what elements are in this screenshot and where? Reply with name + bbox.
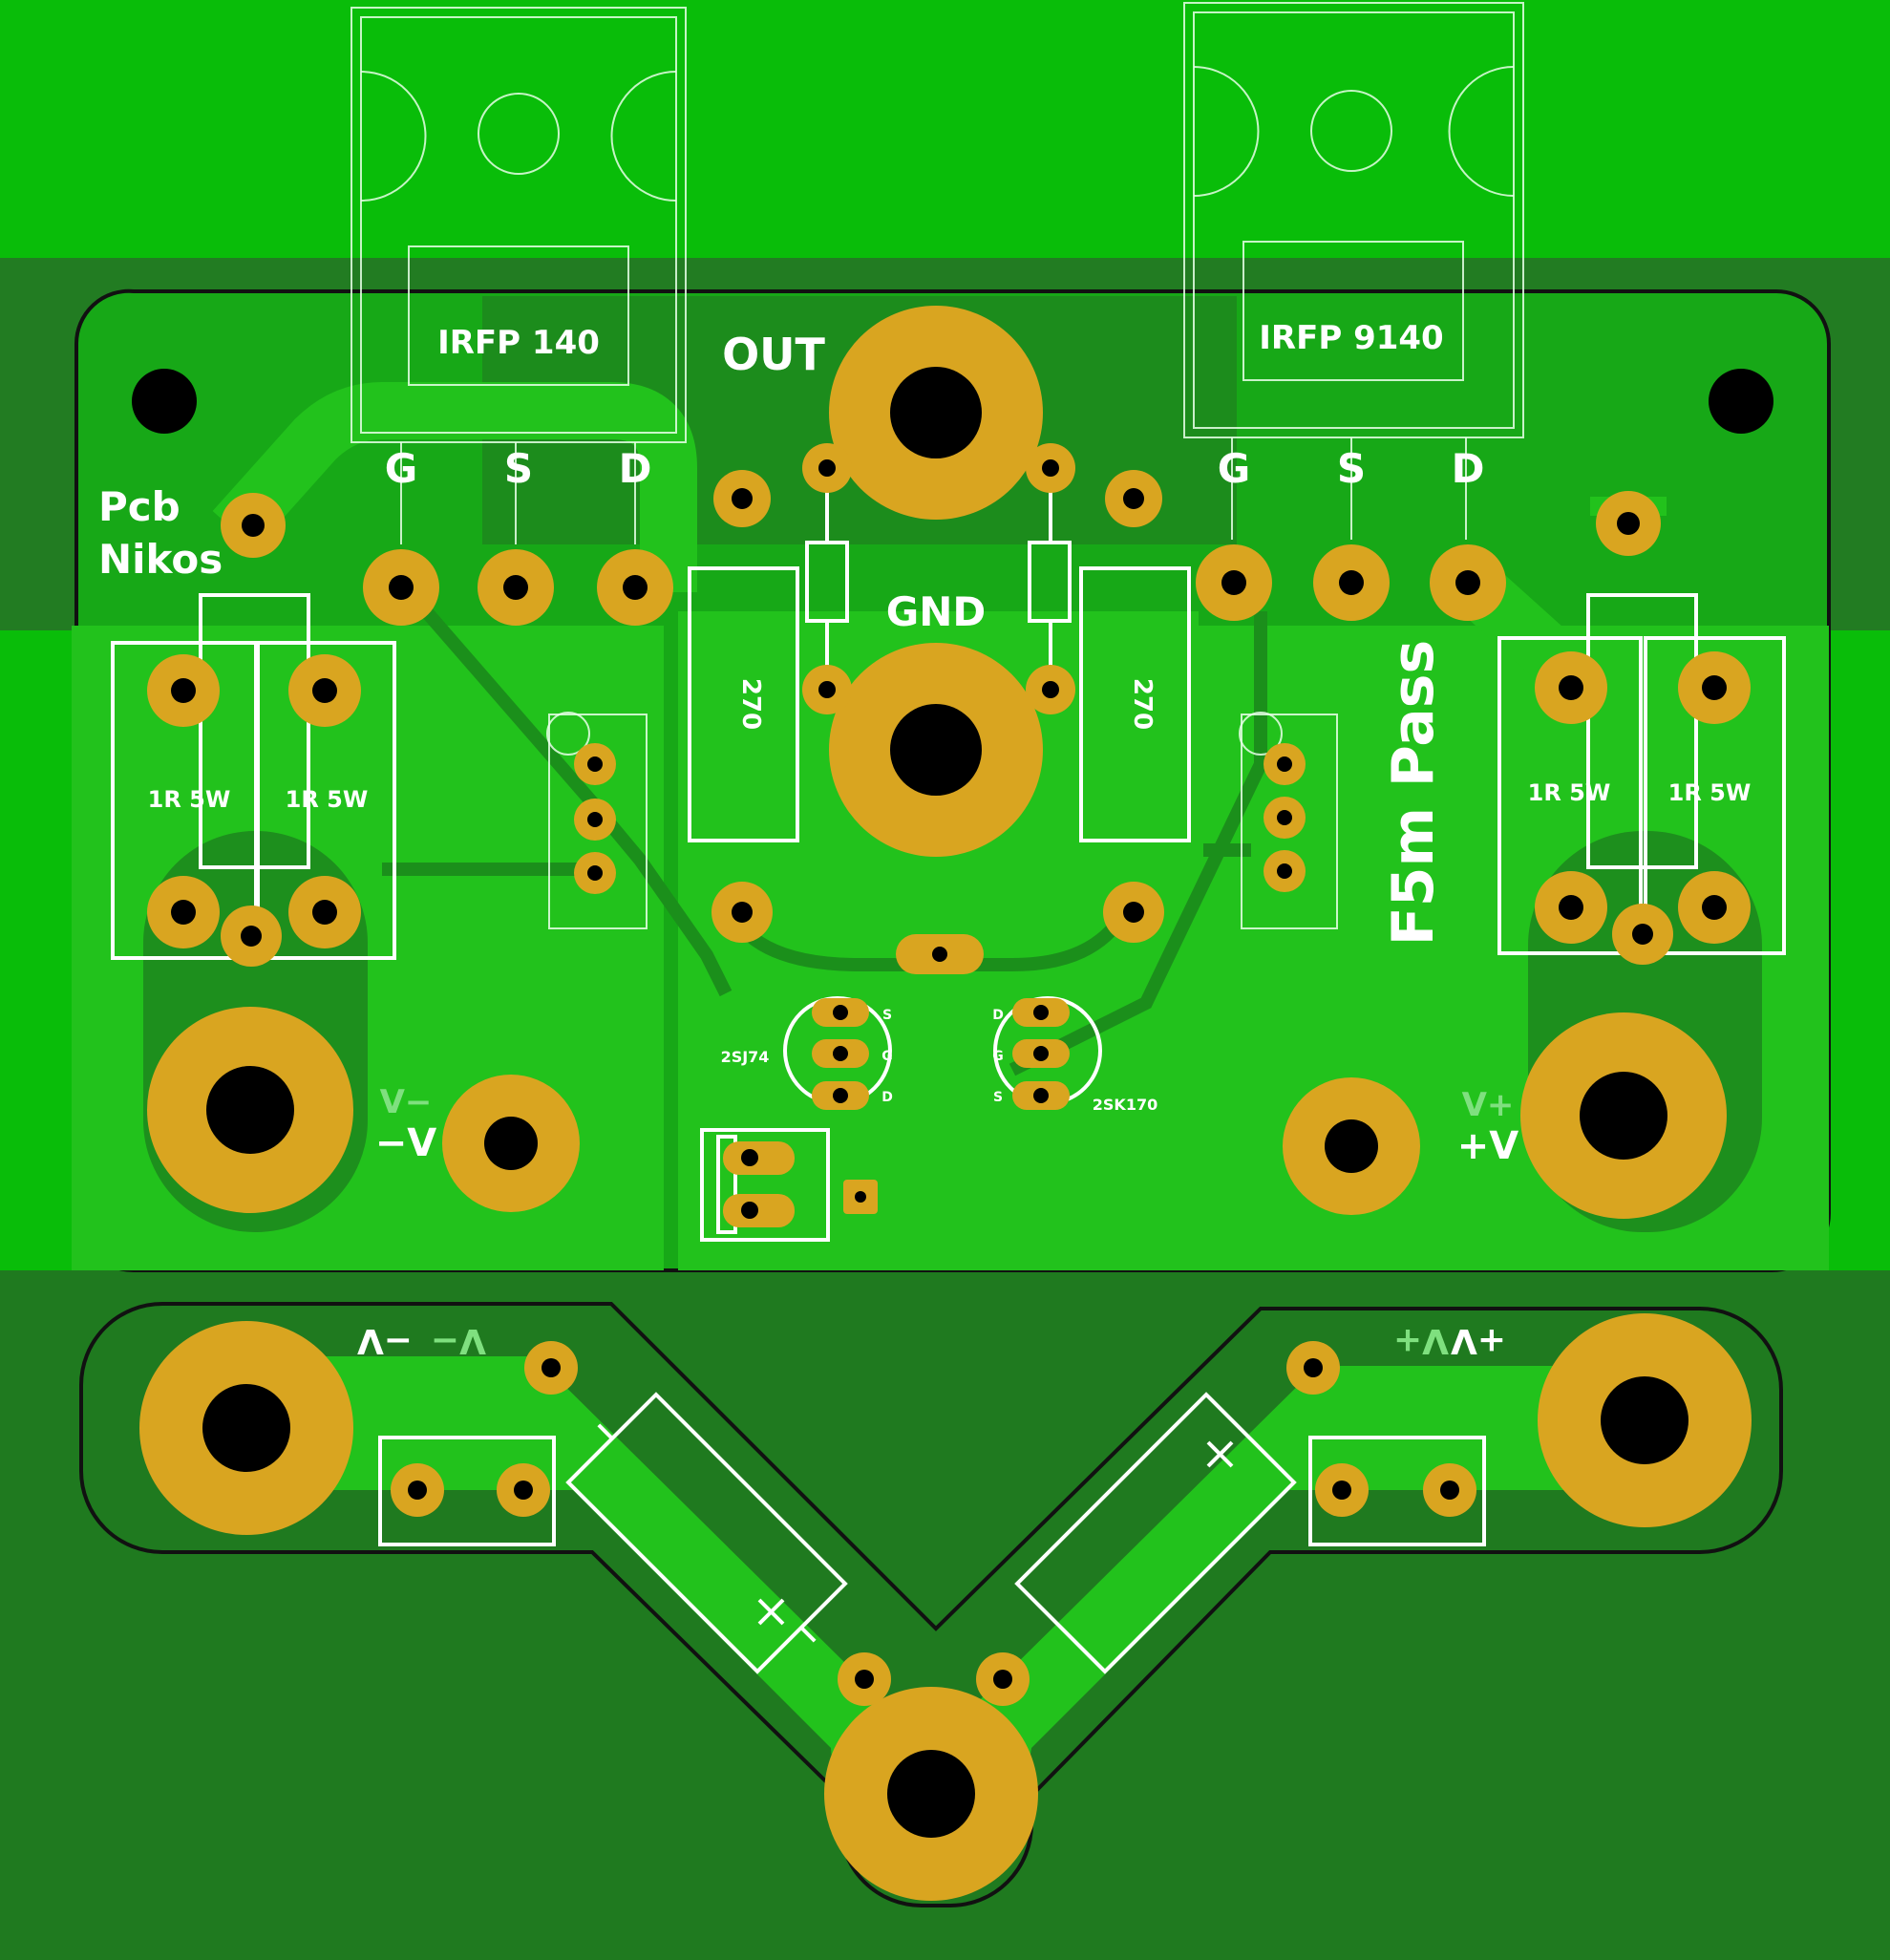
credit-line2: Nikos [98,536,223,583]
supply-pos-shadow: V+ [1462,1086,1515,1124]
cap-left-plus [757,1598,785,1626]
res-left-1: 1R 5W [148,786,231,813]
cap-right-silk [1014,1392,1297,1674]
trimmer-left-silk [546,712,648,929]
res-left-2: 1R 5W [286,786,369,813]
r270-left-silk [688,566,799,842]
mount-hole-left [132,369,197,434]
top-copper-band [0,0,1890,258]
trace-diag-left [395,578,733,997]
credit-line1: Pcb [98,483,181,530]
lower-neg-b: V− [431,1321,486,1360]
res-right-2: 1R 5W [1668,779,1752,806]
mosfet-right-pin-d: D [1452,445,1485,492]
pad-conn-1 [723,1141,795,1175]
bridge-right-silk [1308,1436,1486,1546]
mosfet-right-pin-s: S [1337,445,1366,492]
res-right-1: 1R 5W [1528,779,1611,806]
resistor-right-silk [1497,593,1786,955]
trace-diag-right [1009,611,1267,1076]
trimmer-right-silk [1239,712,1338,929]
jfet-left-pin-d: D [881,1090,893,1105]
trace-left-gate [212,382,697,592]
jfet-left-pin-g: G [881,1049,893,1064]
mosfet-left-part: IRFP 140 [437,324,600,362]
mosfet-left-silk [350,7,687,544]
mosfet-right-pin-g: G [1218,445,1250,492]
bridge-left-silk [378,1436,556,1546]
resistor-left-silk [111,593,396,960]
drill-group [171,367,1727,1838]
supply-pos-label: +V [1457,1124,1519,1168]
net-out-label: OUT [722,329,825,380]
jfet-right-pin-s: S [993,1090,1003,1105]
small-resistor-leads [825,468,1052,688]
supply-copper-zone [181,1356,1681,1882]
supply-neg-label: −V [375,1121,437,1165]
lower-pos-b: +V [1451,1321,1506,1360]
r270-left-label: 270 [736,678,765,730]
r270-right-label: 270 [1128,678,1157,730]
mosfet-right-silk [1183,2,1524,540]
mosfet-right-part: IRFP 9140 [1259,319,1443,357]
cap-right-plus [1206,1440,1234,1468]
lower-neg-a: −V [357,1321,413,1360]
lower-pos-a: V+ [1393,1321,1449,1360]
project-title: F5m Pass [1380,640,1447,946]
jfet-right-pin-d: D [992,1008,1004,1023]
supply-neg-shadow: V− [380,1083,433,1121]
cap-left-silk [565,1392,848,1674]
pad-conn-2 [723,1194,795,1227]
r270-right-silk [1079,566,1191,842]
jfet-left-part: 2SJ74 [721,1048,770,1066]
jfet-right-pin-g: G [992,1049,1004,1064]
jfet-right-part: 2SK170 [1093,1096,1157,1114]
mount-hole-right [1709,369,1773,434]
mosfet-left-pin-s: S [504,445,533,492]
jfet-left-pin-s: S [882,1008,892,1023]
mosfet-left-pin-g: G [385,445,417,492]
net-gnd-label: GND [886,588,987,635]
connector-latch [716,1135,737,1234]
connector-silk [700,1128,830,1242]
mosfet-left-pin-d: D [619,445,652,492]
